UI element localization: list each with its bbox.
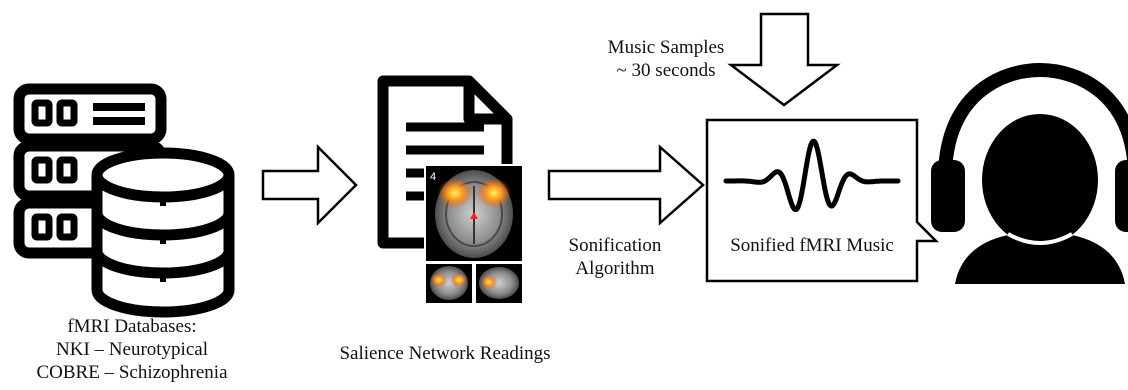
samples-label-line: Music Samples xyxy=(607,37,725,58)
right-arrow-icon xyxy=(261,143,358,227)
algorithm-label-line: Sonification xyxy=(568,235,662,256)
databases-caption-line: COBRE – Schizophrenia xyxy=(36,362,228,383)
databases-caption-line: fMRI Databases: xyxy=(67,316,197,337)
music-label: Sonified fMRI Music xyxy=(730,235,894,256)
samples-label-line: ~ 30 seconds xyxy=(616,60,716,81)
brain-scan-icon: 4 xyxy=(424,164,524,305)
samples-label: Music Samples ~ 30 seconds xyxy=(586,36,746,82)
headphones-person-icon xyxy=(931,62,1128,284)
databases-caption-line: NKI – Neurotypical xyxy=(56,339,208,360)
right-arrow-icon xyxy=(547,144,705,226)
server-database-icon xyxy=(13,83,235,318)
algorithm-label: Sonification Algorithm xyxy=(540,234,690,280)
down-arrow-icon xyxy=(727,12,841,107)
music-output-box xyxy=(705,118,940,283)
slice-number: 4 xyxy=(430,171,436,183)
databases-caption: fMRI Databases: NKI – Neurotypical COBRE… xyxy=(8,315,256,384)
algorithm-label-line: Algorithm xyxy=(575,258,655,279)
readings-caption: Salience Network Readings xyxy=(339,343,551,364)
sound-wave-icon xyxy=(723,138,901,213)
